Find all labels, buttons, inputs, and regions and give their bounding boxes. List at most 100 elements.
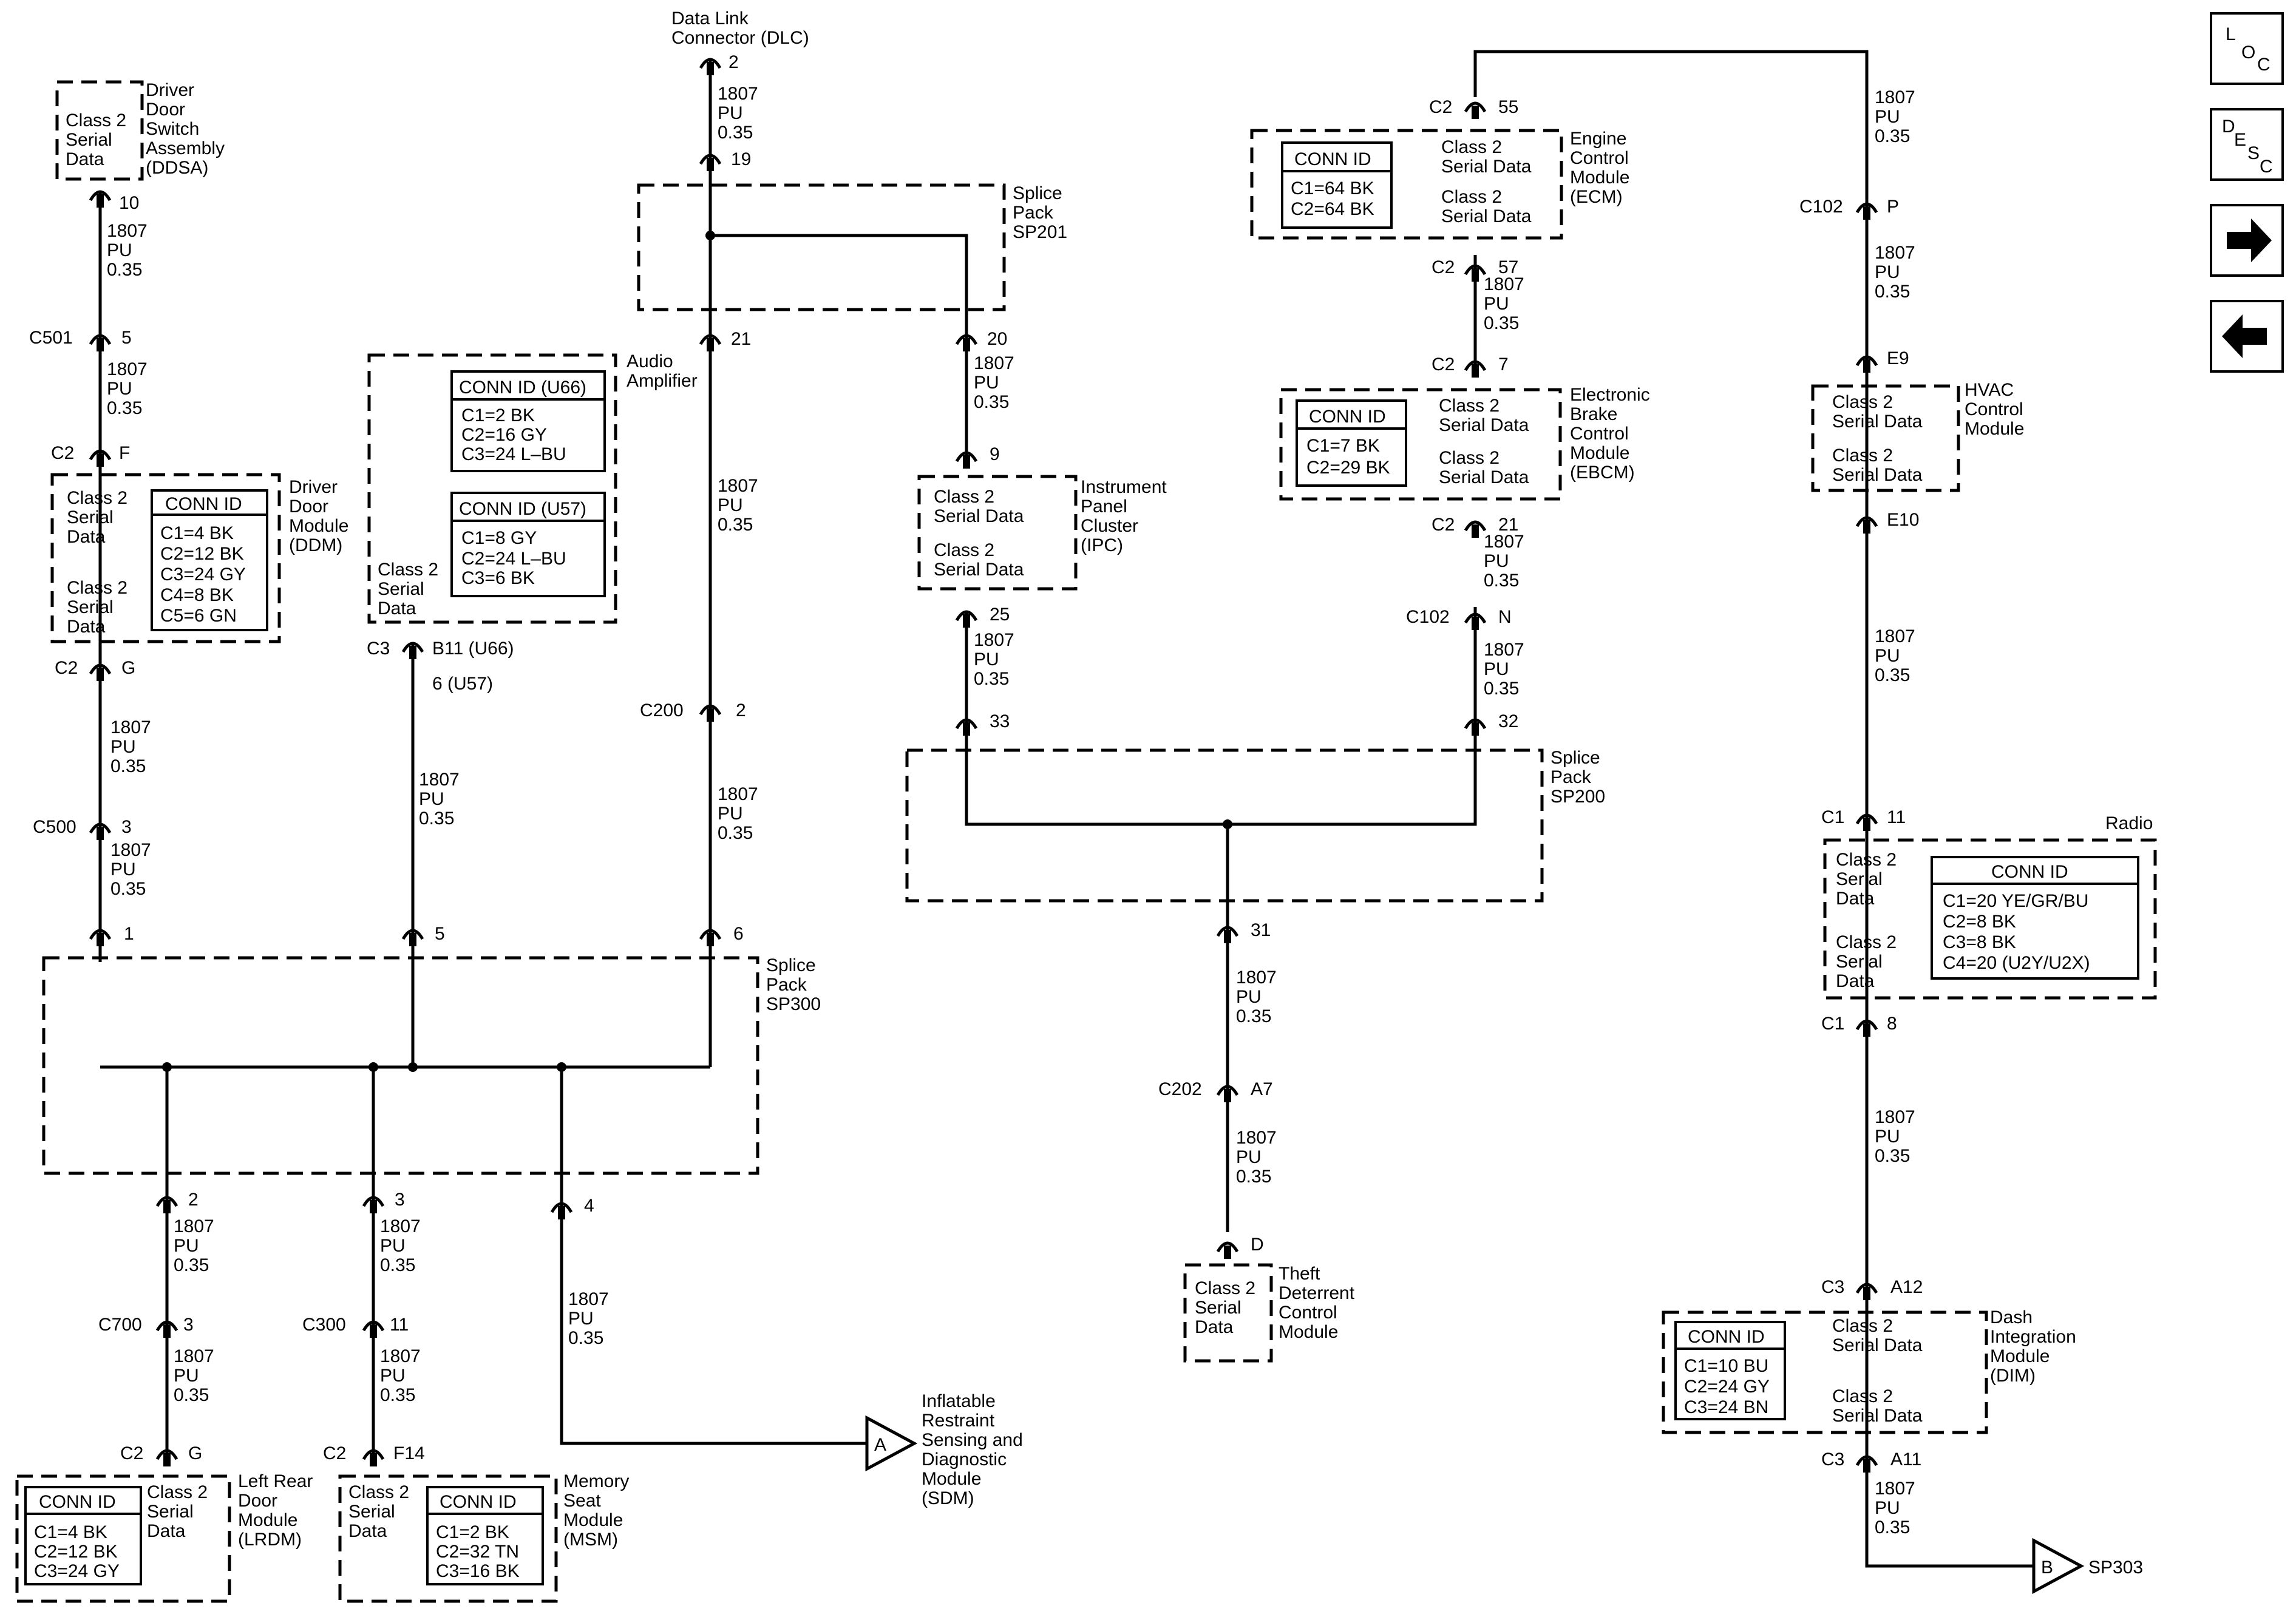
wire-label-gauge: 0.35	[974, 669, 1009, 689]
inline-connectors: C501 5 C500 3 C200 2 C102 P C102 N C202 …	[29, 197, 1899, 1335]
amp-conn1-2: C2=16 GY	[461, 425, 547, 445]
sp300-pin-5: 5	[435, 924, 445, 944]
radio-label1-3: Data	[1836, 889, 1875, 909]
nav-loc-button[interactable]: L O C	[2210, 12, 2284, 85]
c102n-conn: C102	[1406, 607, 1450, 627]
msm-pin: F14	[393, 1443, 425, 1463]
terminal-cup	[699, 704, 722, 716]
ecm-conn-1: C1=64 BK	[1291, 178, 1374, 198]
nav-prev-button[interactable]	[2210, 300, 2284, 373]
terminal-cup	[89, 663, 112, 675]
dlc-pin: 2	[729, 52, 739, 72]
amp-conn2-2: C2=24 L–BU	[461, 549, 566, 569]
terminal-cup	[699, 334, 722, 345]
terminal-pin	[1863, 1459, 1870, 1473]
sp201-name-2: Pack	[1013, 203, 1054, 223]
msm-label-3: Data	[348, 1521, 387, 1541]
terminal-cup	[89, 190, 112, 202]
ipc-name-3: Cluster	[1081, 516, 1138, 536]
ipc-label1-2: Serial Data	[934, 506, 1024, 526]
ddm-conn-title: CONN ID	[165, 494, 242, 514]
wire-label-color: PU	[1875, 1127, 1900, 1147]
wire-label-gauge: 0.35	[174, 1385, 209, 1405]
wire-label-gauge: 0.35	[1484, 679, 1519, 699]
ecm-label2-1: Class 2	[1441, 187, 1502, 207]
wire-label-gauge: 0.35	[1236, 1167, 1271, 1187]
amp-pin-1: B11 (U66)	[432, 639, 514, 659]
terminal-cup	[362, 1449, 385, 1460]
msm-conn-1: C1=2 BK	[436, 1522, 509, 1542]
terminals	[89, 58, 1878, 1473]
dim-pin-top: A12	[1890, 1277, 1923, 1297]
terminal-pin	[97, 827, 104, 840]
terminal-pin	[1863, 1023, 1870, 1037]
nav-desc-button[interactable]: D E S C	[2210, 108, 2284, 181]
dim-label1-1: Class 2	[1832, 1316, 1893, 1336]
wire-label-gauge: 0.35	[718, 123, 753, 143]
msm-conn-title: CONN ID	[440, 1492, 517, 1512]
wire-label-circuit: 1807	[718, 84, 758, 104]
tdcm-name-4: Module	[1279, 1322, 1338, 1342]
wire-label-color: PU	[1875, 107, 1900, 127]
radio-conn-2: C2=8 BK	[1943, 912, 2016, 932]
ebcm-name-2: Brake	[1570, 404, 1617, 424]
dim-pin-bot-conn: C3	[1821, 1449, 1844, 1470]
c501-conn: C501	[29, 328, 73, 348]
terminal-pin	[97, 933, 104, 946]
wire-label-circuit: 1807	[1875, 243, 1915, 263]
ddm-label1-2: Serial	[67, 507, 114, 527]
sp303-name: SP303	[2088, 1558, 2143, 1578]
ebcm-label1-1: Class 2	[1439, 396, 1500, 416]
ebcm-name-5: (EBCM)	[1570, 463, 1635, 483]
ebcm-conn-2: C2=29 BK	[1306, 458, 1390, 478]
wire-label-gauge: 0.35	[1484, 571, 1519, 591]
amp-conn2-1: C1=8 GY	[461, 528, 537, 548]
dlc-name-1: Data Link	[671, 8, 749, 29]
ddm-label1-1: Class 2	[67, 488, 127, 508]
terminal-pin	[558, 1206, 565, 1219]
c300-conn: C300	[302, 1315, 346, 1335]
terminal-pin	[963, 455, 970, 469]
terminal-cup	[1216, 926, 1239, 937]
ipc-pin-bot: 25	[990, 605, 1010, 625]
nav-next-button[interactable]	[2210, 204, 2284, 277]
c500-pin: 3	[121, 817, 132, 837]
theft-deterrent-control-module: Class 2 Serial Data Theft Deterrent Cont…	[1183, 1235, 1355, 1363]
sp201-box	[637, 183, 1006, 311]
ebcm-pin-top-conn: C2	[1432, 354, 1455, 375]
nav-loc-o: O	[2241, 42, 2255, 63]
terminal-cup	[699, 58, 722, 69]
sdm-reference[interactable]: A Inflatable Restraint Sensing and Diagn…	[865, 1391, 1023, 1508]
wire-label-color: PU	[1236, 987, 1262, 1007]
dim-label2-2: Serial Data	[1832, 1406, 1923, 1426]
terminal-cup	[550, 1202, 573, 1213]
nav-desc-c: C	[2260, 157, 2273, 177]
terminal-cup	[401, 642, 424, 653]
radio-pin-top-conn: C1	[1821, 807, 1844, 827]
ddsa-label-3: Data	[66, 149, 104, 169]
ddsa-label-2: Serial	[66, 130, 112, 150]
c501-pin: 5	[121, 328, 132, 348]
terminal-cup	[1464, 264, 1487, 276]
terminal-cup	[1464, 718, 1487, 730]
wire-label-circuit: 1807	[718, 784, 758, 804]
msm-name-3: Module	[563, 1510, 623, 1530]
ddm-conn-2: C2=12 BK	[160, 544, 244, 564]
wire-label-circuit: 1807	[107, 359, 148, 379]
terminal-cup	[89, 449, 112, 461]
sp200: Splice Pack SP200 33 32 31	[990, 711, 1605, 940]
ebcm-label2-1: Class 2	[1439, 448, 1500, 468]
sp303-reference[interactable]: B SP303	[2032, 1537, 2143, 1595]
sp201: Splice Pack SP201 19 21 20	[731, 149, 1067, 349]
lrdm-conn-3: C3=24 GY	[34, 1561, 120, 1581]
sp300-pin-3: 3	[395, 1190, 405, 1210]
wire-label-color: PU	[174, 1366, 199, 1386]
sp201-pin-21: 21	[731, 329, 751, 349]
wire-label-gauge: 0.35	[380, 1255, 415, 1275]
lrdm-label-2: Serial	[147, 1502, 194, 1522]
ebcm-pin-top: 7	[1498, 354, 1509, 375]
wire-label-gauge: 0.35	[174, 1255, 209, 1275]
wire-label-color: PU	[107, 379, 132, 399]
terminal-cup	[1216, 1241, 1239, 1253]
terminal-cup	[155, 1449, 178, 1460]
